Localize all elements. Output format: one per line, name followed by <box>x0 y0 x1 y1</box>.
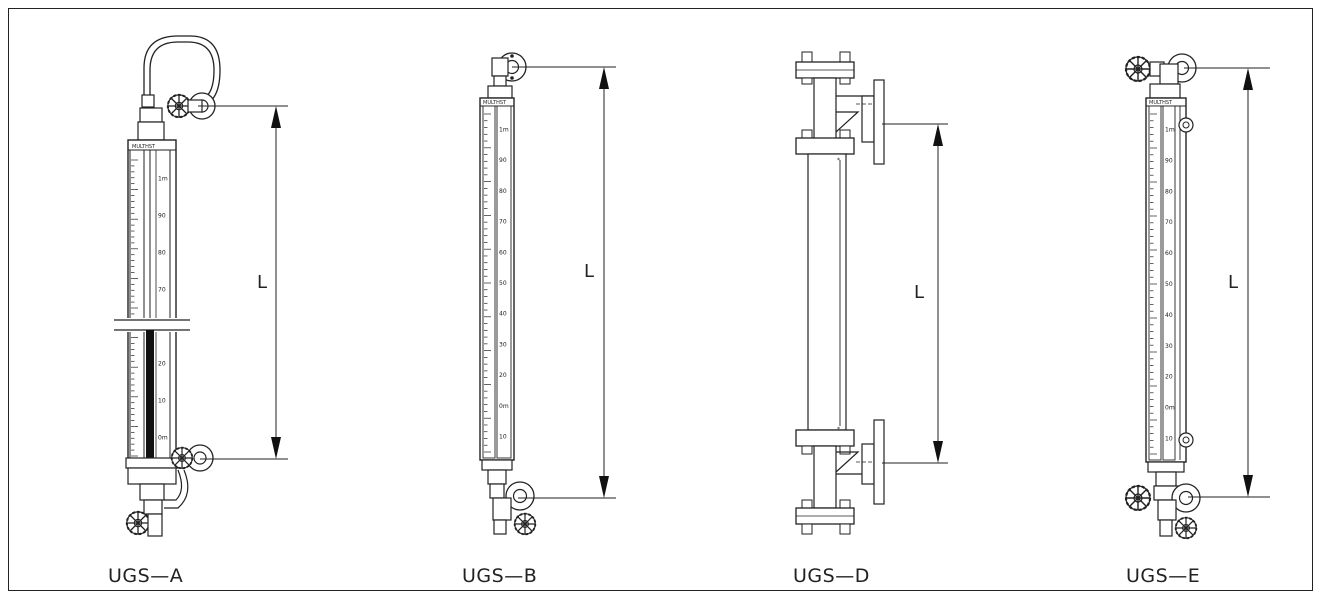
dimension-label-d: L <box>914 282 924 303</box>
gauge-ugs-b: MULTHST 1m 90 80 70 60 50 40 30 20 0m 10 L <box>479 52 616 536</box>
caption-ugs-a: UGS—A <box>108 565 184 587</box>
scale-label: 90 <box>158 213 166 220</box>
scale-label: 90 <box>499 157 507 164</box>
scale-label: 20 <box>499 372 507 379</box>
scale-label: 40 <box>499 311 507 318</box>
scale-label: 1m <box>499 126 509 133</box>
scale-label: 10 <box>1165 436 1173 443</box>
dimension-label-b: L <box>584 261 594 282</box>
scale-label: 60 <box>1165 250 1173 257</box>
gauge-ugs-a: MULTHST 1m9080703020100m L <box>112 35 288 537</box>
dimension-label-e: L <box>1228 272 1238 293</box>
scale-label: 40 <box>1165 312 1173 319</box>
scale-label: 30 <box>1165 343 1173 350</box>
scale-label: 90 <box>1165 157 1173 164</box>
scale-label: 20 <box>158 361 166 368</box>
caption-ugs-b: UGS—B <box>462 565 538 587</box>
scale-label: 10 <box>158 398 166 405</box>
scale-label: 0m <box>499 403 509 410</box>
brand-label: MULTHST <box>132 144 156 150</box>
scale-label: 80 <box>158 250 166 257</box>
scale-label: 50 <box>499 280 507 287</box>
scale-label: 10 <box>499 434 507 441</box>
scale-label: 20 <box>1165 374 1173 381</box>
gauge-ugs-d: * * L <box>795 51 948 535</box>
glyph-star: * <box>837 157 840 164</box>
caption-ugs-d: UGS—D <box>793 565 870 587</box>
scale-label: 70 <box>499 219 507 226</box>
scale-label: 0m <box>158 435 168 442</box>
scale-label: 70 <box>1165 219 1173 226</box>
scale-label: 1m <box>158 176 168 183</box>
caption-ugs-e: UGS—E <box>1126 565 1201 587</box>
drawing-frame <box>8 8 1313 591</box>
scale-label: 70 <box>158 287 166 294</box>
scale-label: 50 <box>1165 281 1173 288</box>
dimension-label-a: L <box>257 272 267 293</box>
scale-label: 60 <box>499 249 507 256</box>
scale-label: 80 <box>1165 188 1173 195</box>
scale-label: 80 <box>499 188 507 195</box>
brand-label: MULTHST <box>1149 100 1173 106</box>
scale-label: 30 <box>499 341 507 348</box>
brand-label: MULTHST <box>483 100 507 106</box>
scale-label: 0m <box>1165 405 1175 412</box>
scale-label: 1m <box>1165 126 1175 133</box>
gauge-ugs-e: MULTHST 1m 90 80 70 60 50 40 30 20 0m 10 L <box>1124 53 1270 540</box>
